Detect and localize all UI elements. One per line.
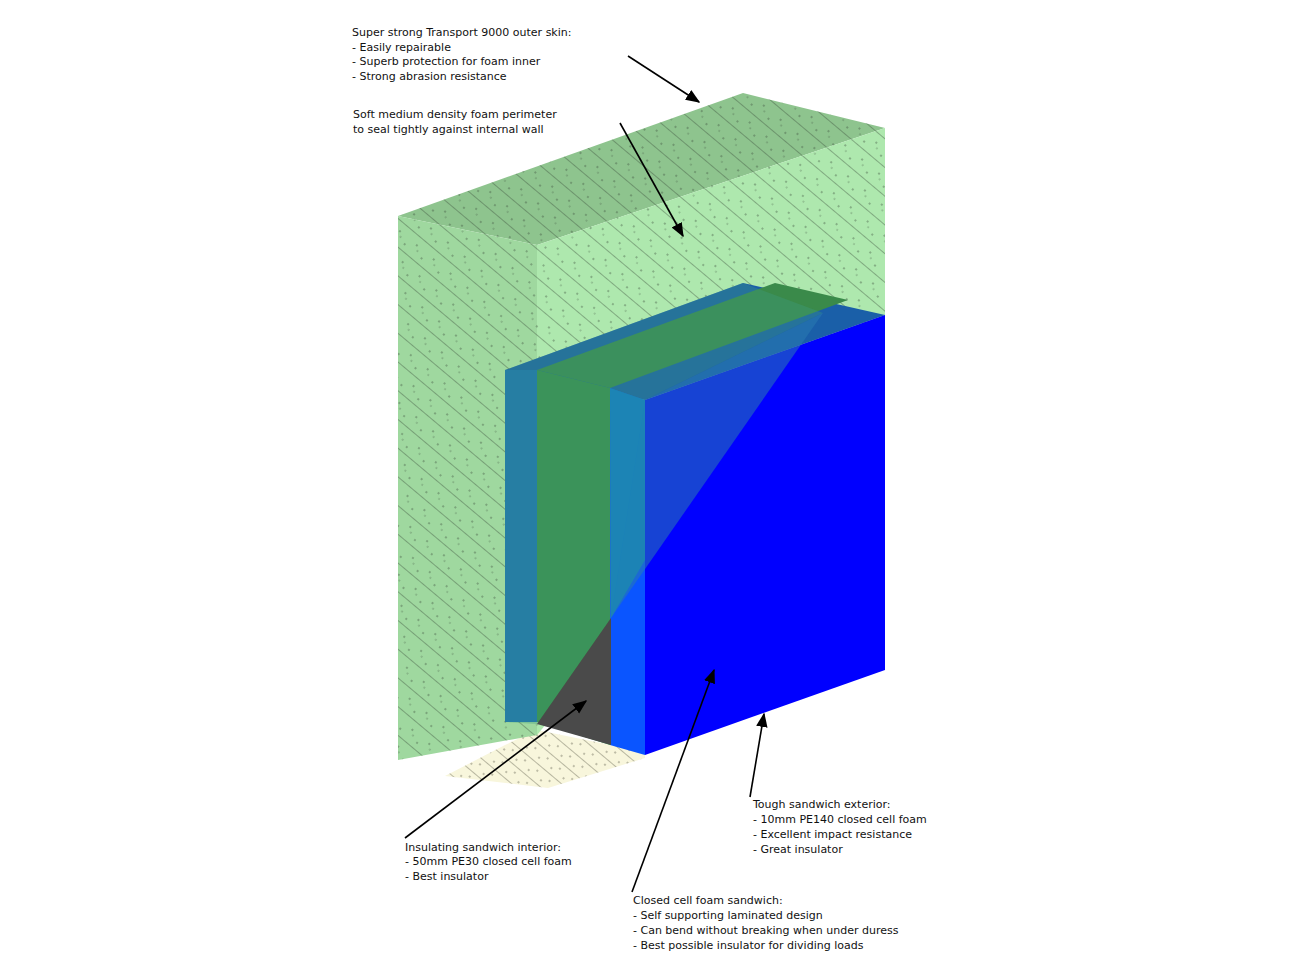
foam-perimeter — [398, 93, 885, 760]
callout-text: - Can bend without breaking when under d… — [633, 924, 898, 938]
callout-text: - Best insulator — [405, 870, 488, 884]
callout-text: to seal tightly against internal wall — [353, 123, 544, 137]
callout-text: - Excellent impact resistance — [753, 828, 912, 842]
callout-text: - Best possible insulator for dividing l… — [633, 939, 863, 953]
callout-text: - Easily repairable — [352, 41, 451, 55]
leader-arrow — [628, 56, 699, 102]
callout-text: - Self supporting laminated design — [633, 909, 823, 923]
callout-text: Super strong Transport 9000 outer skin: — [352, 26, 571, 40]
leader-arrow — [620, 123, 683, 236]
callout-text: Insulating sandwich interior: — [405, 841, 561, 855]
callout-text: - 10mm PE140 closed cell foam — [753, 813, 927, 827]
foam-sandwich — [505, 283, 885, 755]
callout-text: Tough sandwich exterior: — [753, 798, 891, 812]
callout-text: - Great insulator — [753, 843, 843, 857]
leader-lines — [405, 56, 764, 892]
callout-text: Soft medium density foam perimeter — [353, 108, 557, 122]
callout-text: - Strong abrasion resistance — [352, 70, 507, 84]
callout-text: - Superb protection for foam inner — [352, 55, 540, 69]
callout-text: Closed cell foam sandwich: — [633, 894, 783, 908]
leader-arrow — [750, 714, 764, 797]
leader-arrow — [405, 701, 586, 838]
callout-text: - 50mm PE30 closed cell foam — [405, 855, 572, 869]
leader-arrow — [632, 670, 714, 892]
